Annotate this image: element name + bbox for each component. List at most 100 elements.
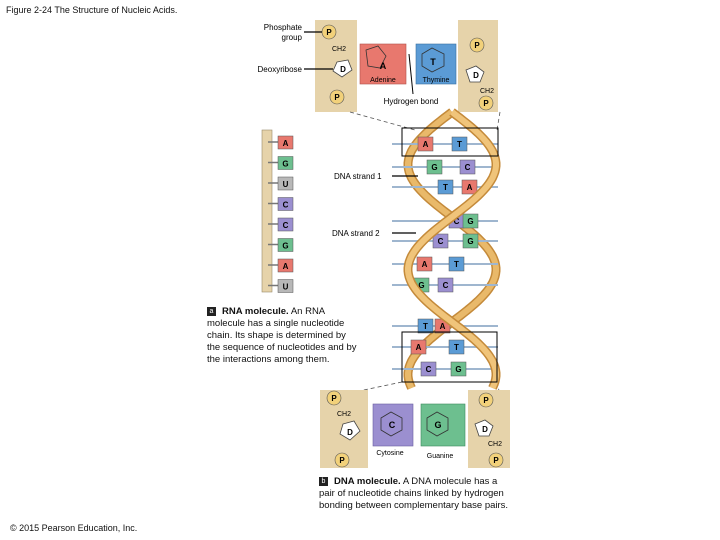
zoom-line-top-right xyxy=(496,111,501,131)
dna-base-block xyxy=(420,361,437,377)
dna-base-block xyxy=(410,339,427,355)
deoxyribose-pentagon-right xyxy=(465,65,485,83)
dna-caption: b DNA molecule. A DNA molecule has a pair… xyxy=(319,476,514,512)
top-detail-panel: P CH2 D P A Adenine T Thymine P D CH2 P … xyxy=(258,20,498,112)
rna-caption-text: An RNA molecule has a single nucleotide … xyxy=(207,306,357,365)
dna-base-letter: C xyxy=(426,365,432,374)
rna-base-letter: G xyxy=(282,242,288,251)
rna-base-block xyxy=(277,197,294,211)
figure-title: Figure 2-24 The Structure of Nucleic Aci… xyxy=(6,5,178,15)
rna-base-block xyxy=(277,258,294,273)
dna-base-letter: T xyxy=(423,322,428,331)
ch2-label: CH2 xyxy=(337,411,351,418)
adenine-label: Adenine xyxy=(370,77,396,84)
zoom-box-top xyxy=(401,127,499,157)
guanine-block xyxy=(420,403,466,447)
deoxyribose-pentagon-right xyxy=(474,419,494,437)
dna-base-letter: A xyxy=(416,343,422,352)
rna-base-block xyxy=(277,217,294,232)
phosphate-symbol: P xyxy=(339,456,345,465)
rna-base-letter: C xyxy=(283,221,289,230)
phosphate-symbol: P xyxy=(326,28,332,37)
dna-base-letter: C xyxy=(454,217,460,226)
dna-base-block xyxy=(426,159,443,175)
adenine-symbol: A xyxy=(380,61,387,71)
phosphate-circle-bottom-right xyxy=(488,452,504,468)
cytosine-block xyxy=(372,403,414,447)
adenine-ring xyxy=(365,45,387,69)
dna-base-block xyxy=(432,233,449,249)
deoxyribose-symbol: D xyxy=(347,428,353,437)
copyright-notice: © 2015 Pearson Education, Inc. xyxy=(10,523,138,533)
dna-base-block xyxy=(437,277,454,293)
cytosine-label: Cytosine xyxy=(376,450,403,457)
dna-caption-text: A DNA molecule has a pair of nucleotide … xyxy=(319,476,509,511)
dna-strand-2-ribbon-highlight xyxy=(405,109,499,390)
deoxyribose-symbol: D xyxy=(482,425,488,434)
rna-caption-title: RNA molecule. xyxy=(222,306,289,317)
dna-base-letter: A xyxy=(440,322,446,331)
rna-backbone xyxy=(261,129,273,293)
rna-base-block xyxy=(277,156,294,170)
dna-base-block xyxy=(462,213,479,229)
dna-caption-title: DNA molecule. xyxy=(334,476,401,487)
caption-letter-b: b xyxy=(319,476,328,486)
dna-base-block xyxy=(437,179,454,195)
rna-base-block xyxy=(277,176,294,191)
phosphate-circle-bottom-right xyxy=(478,95,494,111)
bottom-detail-panel: P CH2 D P C Cytosine G Guanine P D CH2 P xyxy=(320,390,510,468)
dna-base-letter: T xyxy=(457,140,462,149)
rna-base-block xyxy=(277,238,294,252)
ch2-label: CH2 xyxy=(332,46,346,53)
rna-base-block xyxy=(277,279,294,293)
dna-strand-1-ribbon-highlight xyxy=(405,109,499,390)
dna-base-block xyxy=(450,361,467,377)
dna-base-letter: A xyxy=(422,260,428,269)
phosphate-symbol: P xyxy=(493,456,499,465)
ch2-label: CH2 xyxy=(480,88,494,95)
zoom-box-bottom xyxy=(401,331,498,383)
deoxyribose-label: Deoxyribose xyxy=(258,65,303,74)
dna-base-letter: T xyxy=(443,183,448,192)
dna-base-block xyxy=(416,256,433,272)
phosphate-symbol: P xyxy=(474,41,480,50)
deoxyribose-pentagon-left xyxy=(332,59,353,78)
phosphate-symbol: P xyxy=(483,99,489,108)
dna-base-block xyxy=(417,318,434,334)
thymine-block xyxy=(415,43,457,85)
rna-base-letter: A xyxy=(283,262,289,271)
dna-base-block xyxy=(417,136,434,152)
dna-base-block xyxy=(462,233,479,249)
deoxyribose-pentagon-left xyxy=(339,420,361,441)
rna-base-letter: U xyxy=(283,180,289,189)
deoxyribose-symbol: D xyxy=(340,65,346,74)
phosphate-symbol: P xyxy=(334,93,340,102)
cytosine-symbol: C xyxy=(389,420,396,430)
dna-base-letter: G xyxy=(467,217,473,226)
phosphate-circle-top-right xyxy=(478,392,494,408)
phosphate-symbol: P xyxy=(483,396,489,405)
dna-base-block xyxy=(461,179,478,195)
hydrogen-bond-label: Hydrogen bond xyxy=(384,97,439,106)
dna-base-letter: G xyxy=(418,281,424,290)
guanine-symbol: G xyxy=(434,420,441,430)
rna-base-block xyxy=(277,135,294,150)
dna-base-letter: G xyxy=(467,237,473,246)
guanine-ring xyxy=(426,411,449,437)
dna-base-letter: C xyxy=(438,237,444,246)
cytosine-ring xyxy=(380,411,403,437)
rna-base-letter: U xyxy=(283,283,289,292)
dna-base-block xyxy=(451,136,468,152)
dna-base-letter: G xyxy=(455,365,461,374)
guanine-label: Guanine xyxy=(427,453,454,460)
dna-base-letter: T xyxy=(454,260,459,269)
hydrogen-bond-leader-line xyxy=(408,53,414,95)
rna-base-letter: G xyxy=(282,160,288,169)
dna-base-block xyxy=(448,339,465,355)
deoxyribose-symbol: D xyxy=(473,71,479,80)
